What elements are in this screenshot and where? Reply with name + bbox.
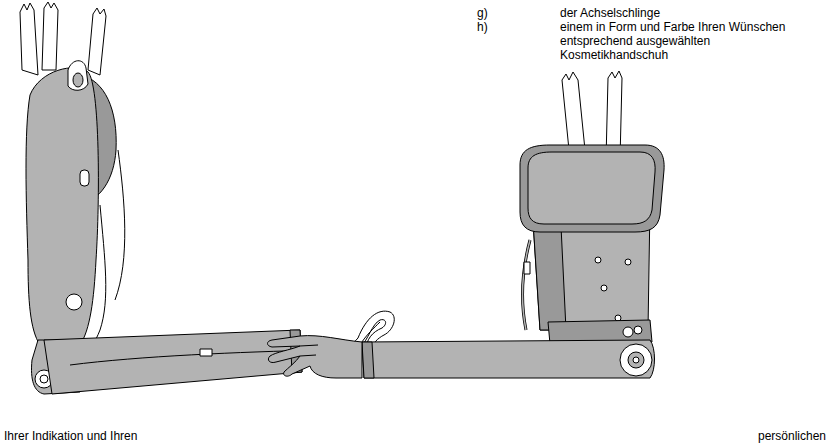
text-label: der Achselschlinge [560, 6, 820, 20]
text-label: persönlichen [758, 429, 832, 443]
text-label: h) [477, 20, 517, 34]
text-label: Ihrer Indikation und Ihren [4, 429, 224, 443]
text-label: g) [477, 6, 517, 20]
text-label: einem in Form und Farbe Ihren Wünschen e… [560, 20, 815, 62]
